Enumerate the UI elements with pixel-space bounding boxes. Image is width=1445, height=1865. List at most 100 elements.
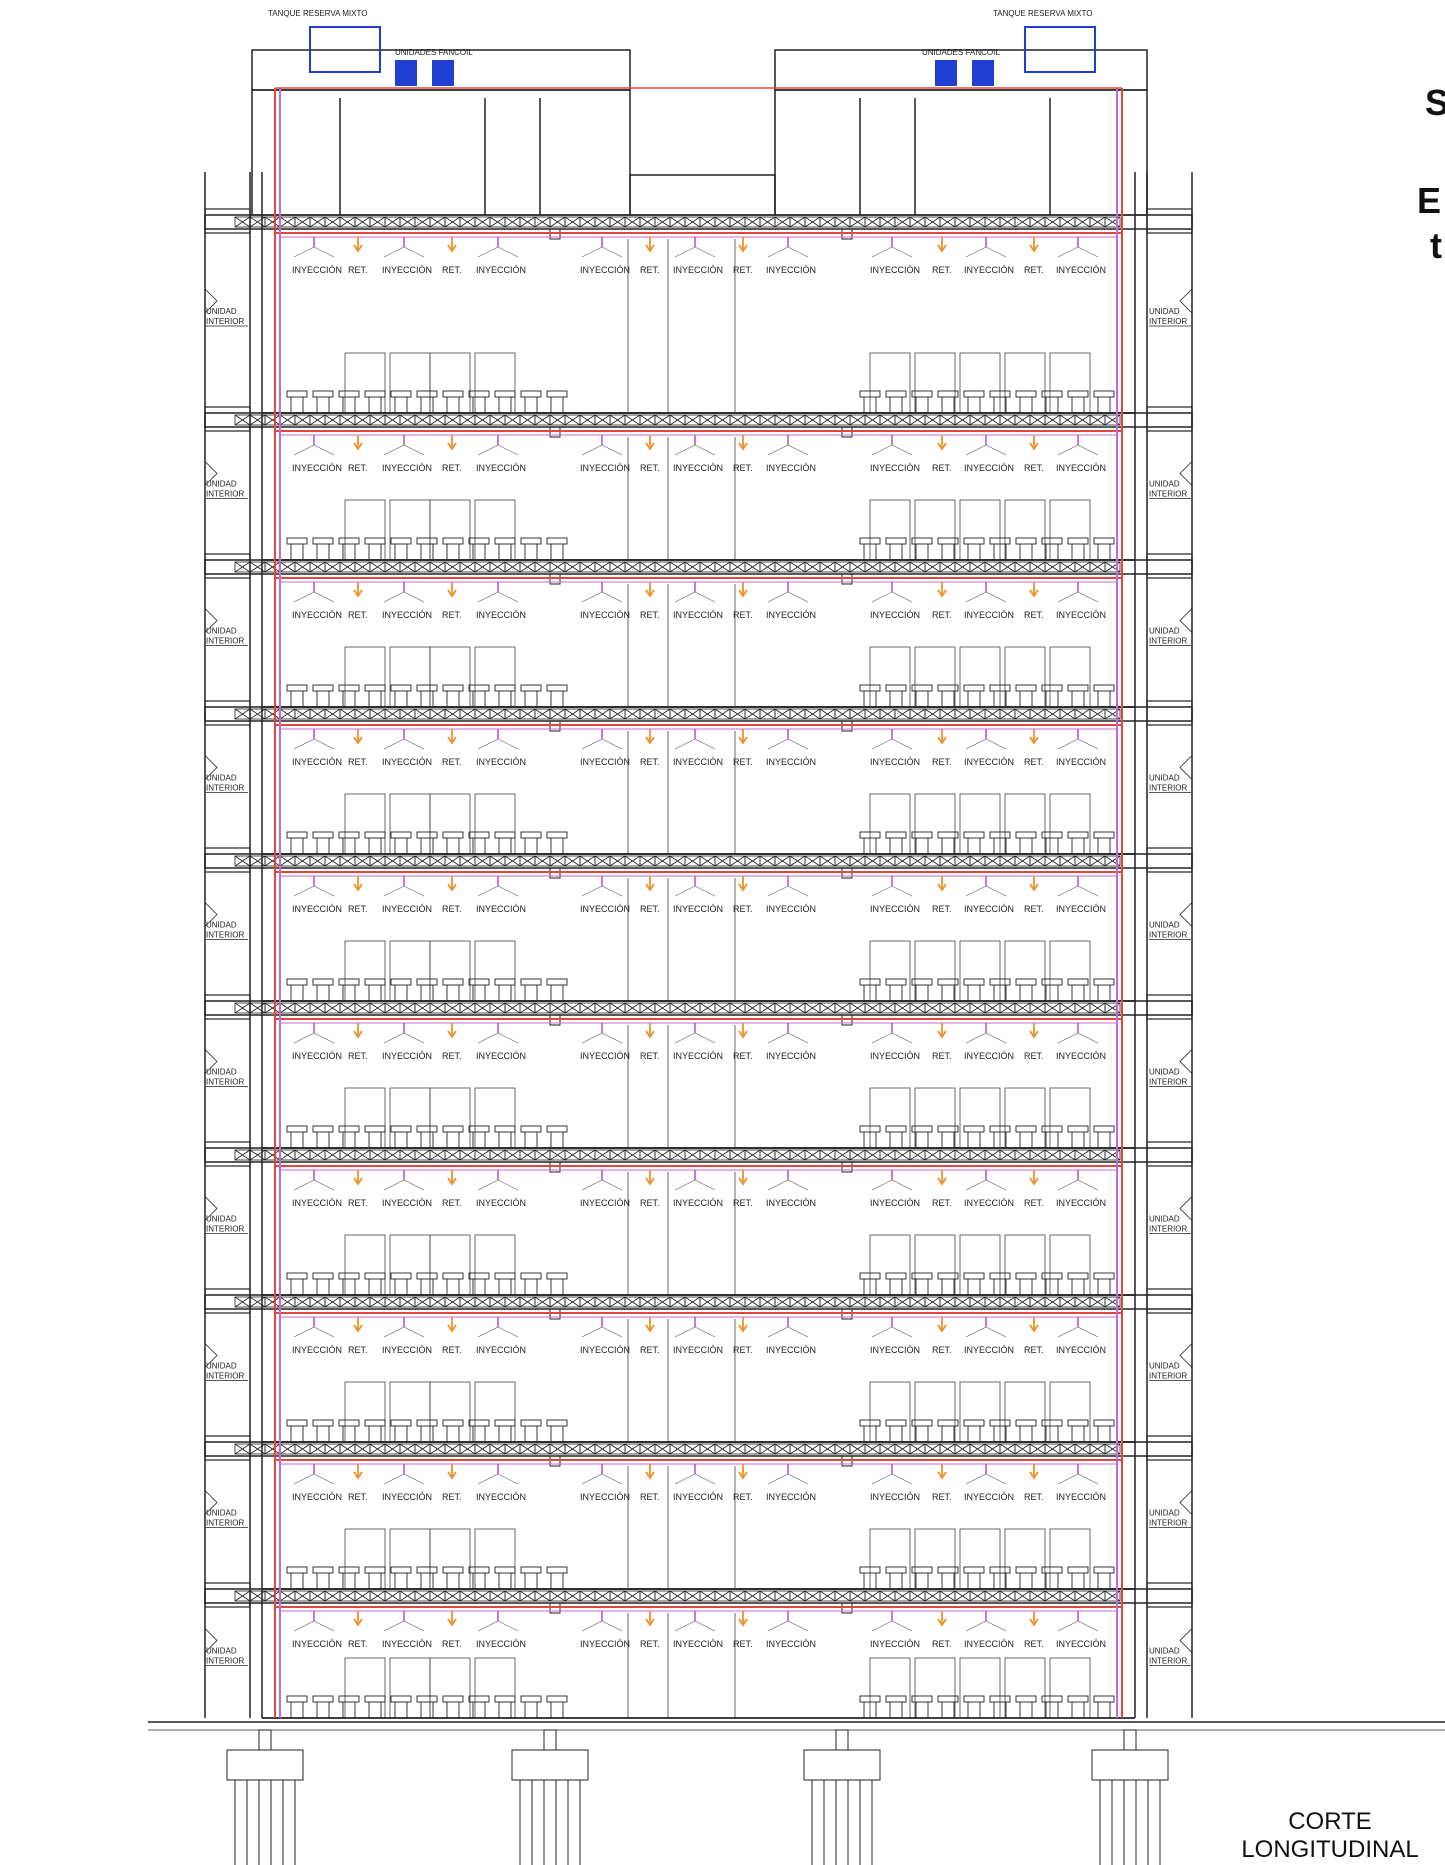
diffuser-flow [497, 738, 519, 750]
diffuser-flow [965, 246, 987, 258]
partition-panel [344, 499, 386, 561]
return-arrow [353, 435, 363, 451]
desk [468, 684, 490, 692]
diffuser-flow [787, 738, 809, 750]
desk [885, 390, 907, 398]
injection-label: INYECCIÓN [1056, 1345, 1106, 1355]
diffuser-flow [674, 1179, 696, 1191]
diffuser-flow [313, 738, 335, 750]
slab-truss [234, 1002, 1121, 1014]
desk [286, 390, 308, 398]
diffuser-flow [313, 1179, 335, 1191]
desk [494, 1566, 516, 1574]
diffuser-flow [891, 885, 913, 897]
desk [859, 1695, 881, 1703]
indoor-unit-left-line1: UNIDAD [206, 1068, 237, 1077]
partition-panel [914, 646, 956, 708]
desk [546, 537, 568, 545]
interior-partitions [344, 878, 1091, 1002]
desk [911, 978, 933, 986]
indoor-unit-right-line2: INTERIOR [1149, 1519, 1187, 1528]
desk [286, 684, 308, 692]
diffuser-flow [767, 1032, 789, 1044]
partition-panel [1004, 793, 1046, 855]
diffuser-flow [767, 246, 789, 258]
return-label: RET. [442, 904, 462, 914]
injection-label: INYECCIÓN [292, 1198, 342, 1208]
wall-zigzag [1179, 1490, 1193, 1515]
return-label: RET. [348, 757, 368, 767]
pile-cap [1091, 1749, 1169, 1781]
diffuser-flow [293, 1032, 315, 1044]
injection-label: INYECCIÓN [964, 265, 1014, 275]
desk [286, 1125, 308, 1133]
partition-panel [474, 352, 516, 414]
side-text-line3: t [1430, 225, 1442, 266]
desk [1015, 978, 1037, 986]
diffuser-flow [985, 1473, 1007, 1485]
caption-line2: LONGITUDINAL [1241, 1836, 1419, 1863]
desk [1093, 537, 1115, 545]
return-label: RET. [640, 1345, 660, 1355]
partition-panel [429, 940, 471, 1002]
diffuser-flow [871, 591, 893, 603]
indoor-unit-right-line1: UNIDAD [1149, 1362, 1180, 1371]
diffuser-flow [293, 591, 315, 603]
wall-zigzag [1179, 288, 1193, 314]
fancoil-label-right: UNIDADES FANCOIL [922, 48, 1000, 57]
foundation-pile-cap [803, 1729, 881, 1865]
desk [364, 978, 386, 986]
desk [937, 1695, 959, 1703]
fancoil-unit-right-a [935, 60, 957, 86]
slab-truss [234, 1443, 1121, 1455]
diffuser-flow [313, 885, 335, 897]
injection-label: INYECCIÓN [964, 610, 1014, 620]
diffuser-flow [871, 885, 893, 897]
diffuser-flow [383, 444, 405, 456]
return-label: RET. [1024, 463, 1044, 473]
return-label: RET. [932, 1051, 952, 1061]
diffuser-flow [497, 246, 519, 258]
desk [416, 390, 438, 398]
return-label: RET. [932, 1345, 952, 1355]
return-label: RET. [640, 463, 660, 473]
desk [286, 1566, 308, 1574]
desk [1093, 390, 1115, 398]
partition-panel [474, 1657, 516, 1719]
indoor-unit-left-line1: UNIDAD [206, 1362, 237, 1371]
partition-panel [1004, 352, 1046, 414]
return-arrow [447, 1317, 457, 1333]
diffuser-flow [477, 246, 499, 258]
desk [1067, 390, 1089, 398]
partition-panel [389, 352, 431, 414]
desk [520, 1566, 542, 1574]
return-label: RET. [640, 1492, 660, 1502]
desk [859, 390, 881, 398]
desk [494, 390, 516, 398]
desk [989, 831, 1011, 839]
partition-panel [914, 1381, 956, 1443]
partition-panel [474, 646, 516, 708]
desk [442, 537, 464, 545]
desk [937, 1125, 959, 1133]
desk [1067, 1695, 1089, 1703]
desk [1093, 978, 1115, 986]
return-label: RET. [932, 610, 952, 620]
injection-label: INYECCIÓN [673, 463, 723, 473]
partition-panel [429, 1234, 471, 1296]
diffuser-flow [477, 591, 499, 603]
desk [286, 1695, 308, 1703]
return-arrow [1029, 237, 1039, 253]
partition-panel [389, 793, 431, 855]
diffuser-flow [871, 1620, 893, 1632]
diffuser-flow [581, 1032, 603, 1044]
indoor-unit-right-line1: UNIDAD [1149, 480, 1180, 489]
water-tank-left [309, 26, 381, 73]
desk [963, 1125, 985, 1133]
diffuser-flow [383, 246, 405, 258]
partition-panel [429, 352, 471, 414]
return-label: RET. [932, 463, 952, 473]
furniture-row [286, 684, 1115, 707]
desk [1015, 390, 1037, 398]
column-stub [1123, 1729, 1137, 1751]
